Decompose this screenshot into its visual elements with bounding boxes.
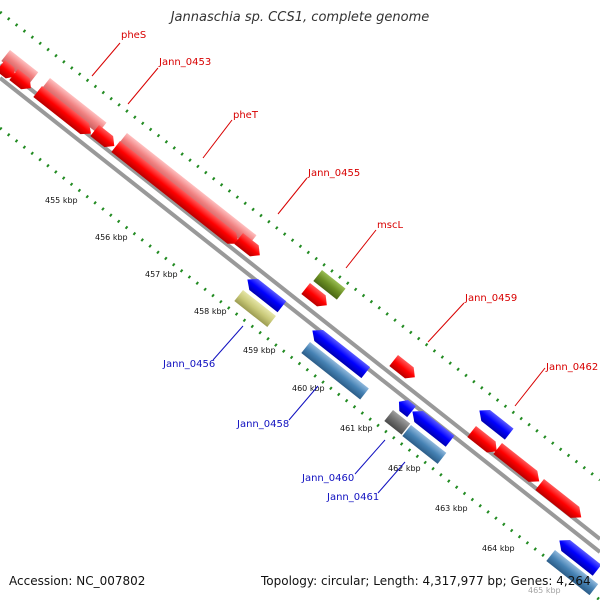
- callout-line-mscL: [345, 229, 377, 269]
- gene-feature-Jann_0453[interactable]: [33, 86, 95, 139]
- kbp-label: 456 kbp: [95, 233, 128, 242]
- gene-feature-Jann_0459[interactable]: [389, 355, 419, 383]
- kbp-scale-labels: 455 kbp 456 kbp 457 kbp 458 kbp 459 kbp …: [45, 196, 561, 595]
- gene-feature-red-c[interactable]: [90, 125, 118, 151]
- gene-feature-pheS[interactable]: [41, 78, 107, 134]
- outer-tick-track: [0, 10, 600, 482]
- backbone-inner-line: [0, 76, 600, 554]
- forward-gene-callouts: pheS Jann_0453 pheT Jann_0455 mscL Jann_…: [91, 30, 598, 407]
- gene-label-Jann_0455[interactable]: Jann_0455: [307, 168, 360, 179]
- accession-text: Accession: NC_007802: [9, 574, 146, 588]
- genome-backbone: [0, 63, 600, 554]
- kbp-label: 457 kbp: [145, 270, 178, 279]
- gene-feature-steel-d[interactable]: [546, 550, 599, 596]
- callout-line-Jann_0460: [354, 439, 386, 475]
- kbp-label: 458 kbp: [194, 307, 227, 316]
- reverse-gene-callouts: Jann_0456 Jann_0458 Jann_0460 Jann_0461: [162, 325, 406, 503]
- genome-summary-text: Topology: circular; Length: 4,317,977 bp…: [261, 574, 591, 588]
- kbp-label: 460 kbp: [292, 384, 325, 393]
- gene-feature-blue-c[interactable]: [395, 396, 416, 418]
- gene-feature-steel-c[interactable]: [402, 425, 447, 464]
- gene-feature-red-d[interactable]: [234, 233, 264, 261]
- gene-feature-mscL[interactable]: [313, 270, 346, 300]
- gene-feature-Jann_0455[interactable]: [111, 141, 243, 249]
- gene-label-mscL[interactable]: mscL: [377, 220, 403, 231]
- callout-line-Jann_0456: [212, 325, 244, 361]
- kbp-label: 465 kbp: [528, 586, 561, 595]
- callout-line-Jann_0453: [127, 67, 159, 105]
- forward-gene-features: [0, 50, 585, 523]
- gene-label-pheS[interactable]: pheS: [121, 30, 146, 41]
- callout-line-pheT: [202, 119, 233, 159]
- gene-feature-Jann_0461[interactable]: [408, 406, 455, 447]
- kbp-label: 462 kbp: [388, 464, 421, 473]
- gene-feature-pheS-upstream[interactable]: [1, 50, 39, 84]
- gene-feature-Jann_0456[interactable]: [234, 290, 276, 328]
- kbp-label: 461 kbp: [340, 424, 373, 433]
- gene-feature-pheT[interactable]: [118, 133, 257, 247]
- tick-tracks: [0, 10, 600, 600]
- kbp-label: 463 kbp: [435, 504, 468, 513]
- gene-label-Jann_0458[interactable]: Jann_0458: [236, 419, 289, 430]
- kbp-label: 455 kbp: [45, 196, 78, 205]
- kbp-label: 459 kbp: [243, 346, 276, 355]
- gene-feature-red-b[interactable]: [9, 69, 35, 94]
- map-title: Jannaschia sp. CCS1, complete genome: [170, 10, 430, 25]
- gene-label-pheT[interactable]: pheT: [233, 110, 259, 121]
- gene-label-Jann_0460[interactable]: Jann_0460: [301, 473, 354, 484]
- gene-feature-Jann_0462[interactable]: [493, 443, 543, 487]
- inner-tick-track: [0, 126, 600, 600]
- callout-line-Jann_0455: [277, 177, 308, 215]
- gene-feature-Jann_0458[interactable]: [301, 342, 369, 400]
- gene-feature-red-a[interactable]: [0, 60, 19, 82]
- gene-label-Jann_0461[interactable]: Jann_0461: [326, 492, 379, 503]
- gene-feature-red-g[interactable]: [535, 479, 585, 523]
- callout-line-Jann_0459: [427, 302, 465, 343]
- gene-feature-blue-d[interactable]: [475, 405, 514, 440]
- callout-line-pheS: [91, 42, 121, 77]
- reverse-gene-features: [234, 274, 600, 596]
- gene-feature-blue-b[interactable]: [308, 325, 371, 379]
- callout-line-Jann_0461: [377, 461, 406, 494]
- gene-feature-blue-a[interactable]: [243, 274, 287, 313]
- kbp-label: 464 kbp: [482, 544, 515, 553]
- backbone-outer-line: [0, 63, 600, 541]
- gene-feature-red-e[interactable]: [301, 283, 331, 311]
- gene-label-Jann_0459[interactable]: Jann_0459: [464, 293, 517, 304]
- callout-line-Jann_0458: [288, 385, 319, 421]
- gene-label-Jann_0456[interactable]: Jann_0456: [162, 359, 215, 370]
- gene-feature-Jann_0460[interactable]: [384, 410, 411, 435]
- gene-label-Jann_0462[interactable]: Jann_0462: [545, 362, 598, 373]
- gene-feature-red-f[interactable]: [467, 426, 501, 457]
- callout-line-Jann_0462: [514, 367, 546, 407]
- gene-label-Jann_0453[interactable]: Jann_0453: [158, 57, 211, 68]
- gene-feature-blue-e[interactable]: [555, 535, 600, 576]
